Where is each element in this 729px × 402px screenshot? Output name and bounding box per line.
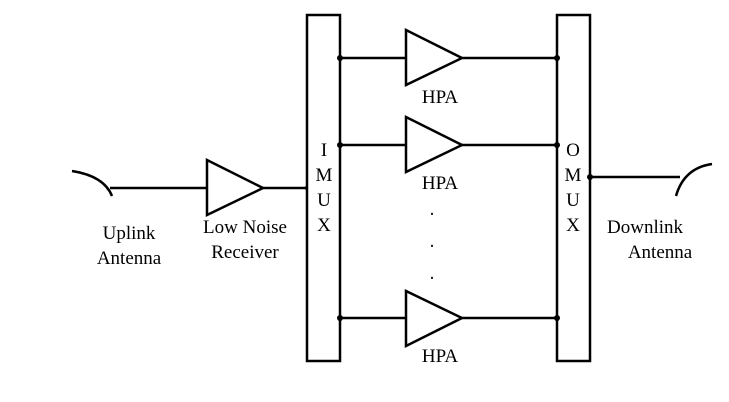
hpa-3-out-dot	[554, 315, 560, 321]
hpa-3-in-dot	[337, 315, 343, 321]
ellipsis-dot-2: .	[430, 231, 435, 252]
omux-letter-1: O	[566, 140, 580, 161]
lna-label-line1: Low Noise	[203, 217, 287, 238]
hpa-1-label: HPA	[422, 87, 459, 108]
imux-letter-2: M	[316, 165, 333, 186]
ellipsis-dot-3: .	[430, 263, 435, 284]
uplink-label-line2: Antenna	[97, 248, 162, 269]
ellipsis-dot-1: .	[430, 199, 435, 220]
hpa-3-label: HPA	[422, 346, 459, 367]
lna-label-line2: Receiver	[211, 242, 279, 263]
hpa-1-triangle	[404, 27, 465, 87]
hpa-3-triangle	[404, 289, 465, 349]
lna-triangle	[205, 157, 266, 217]
hpa-2-out-dot	[554, 142, 560, 148]
omux-letter-2: M	[565, 165, 582, 186]
uplink-label-line1: Uplink	[103, 223, 156, 244]
hpa-2-label: HPA	[422, 173, 459, 194]
hpa-1-out-dot	[554, 55, 560, 61]
hpa-2-triangle	[404, 114, 465, 174]
omux-block	[555, 13, 592, 363]
imux-letter-4: X	[317, 215, 331, 236]
imux-block	[305, 13, 342, 363]
hpa-2-in-dot	[337, 142, 343, 148]
downlink-antenna-dish-icon	[674, 162, 713, 197]
omux-letter-4: X	[566, 215, 580, 236]
imux-letter-3: U	[317, 190, 331, 211]
uplink-antenna-dish-icon	[71, 169, 114, 197]
imux-letter-1: I	[321, 140, 327, 161]
hpa-1-in-dot	[337, 55, 343, 61]
downlink-label-line1: Downlink	[607, 217, 684, 238]
downlink-label-line2: Antenna	[628, 242, 693, 263]
omux-letter-3: U	[566, 190, 580, 211]
